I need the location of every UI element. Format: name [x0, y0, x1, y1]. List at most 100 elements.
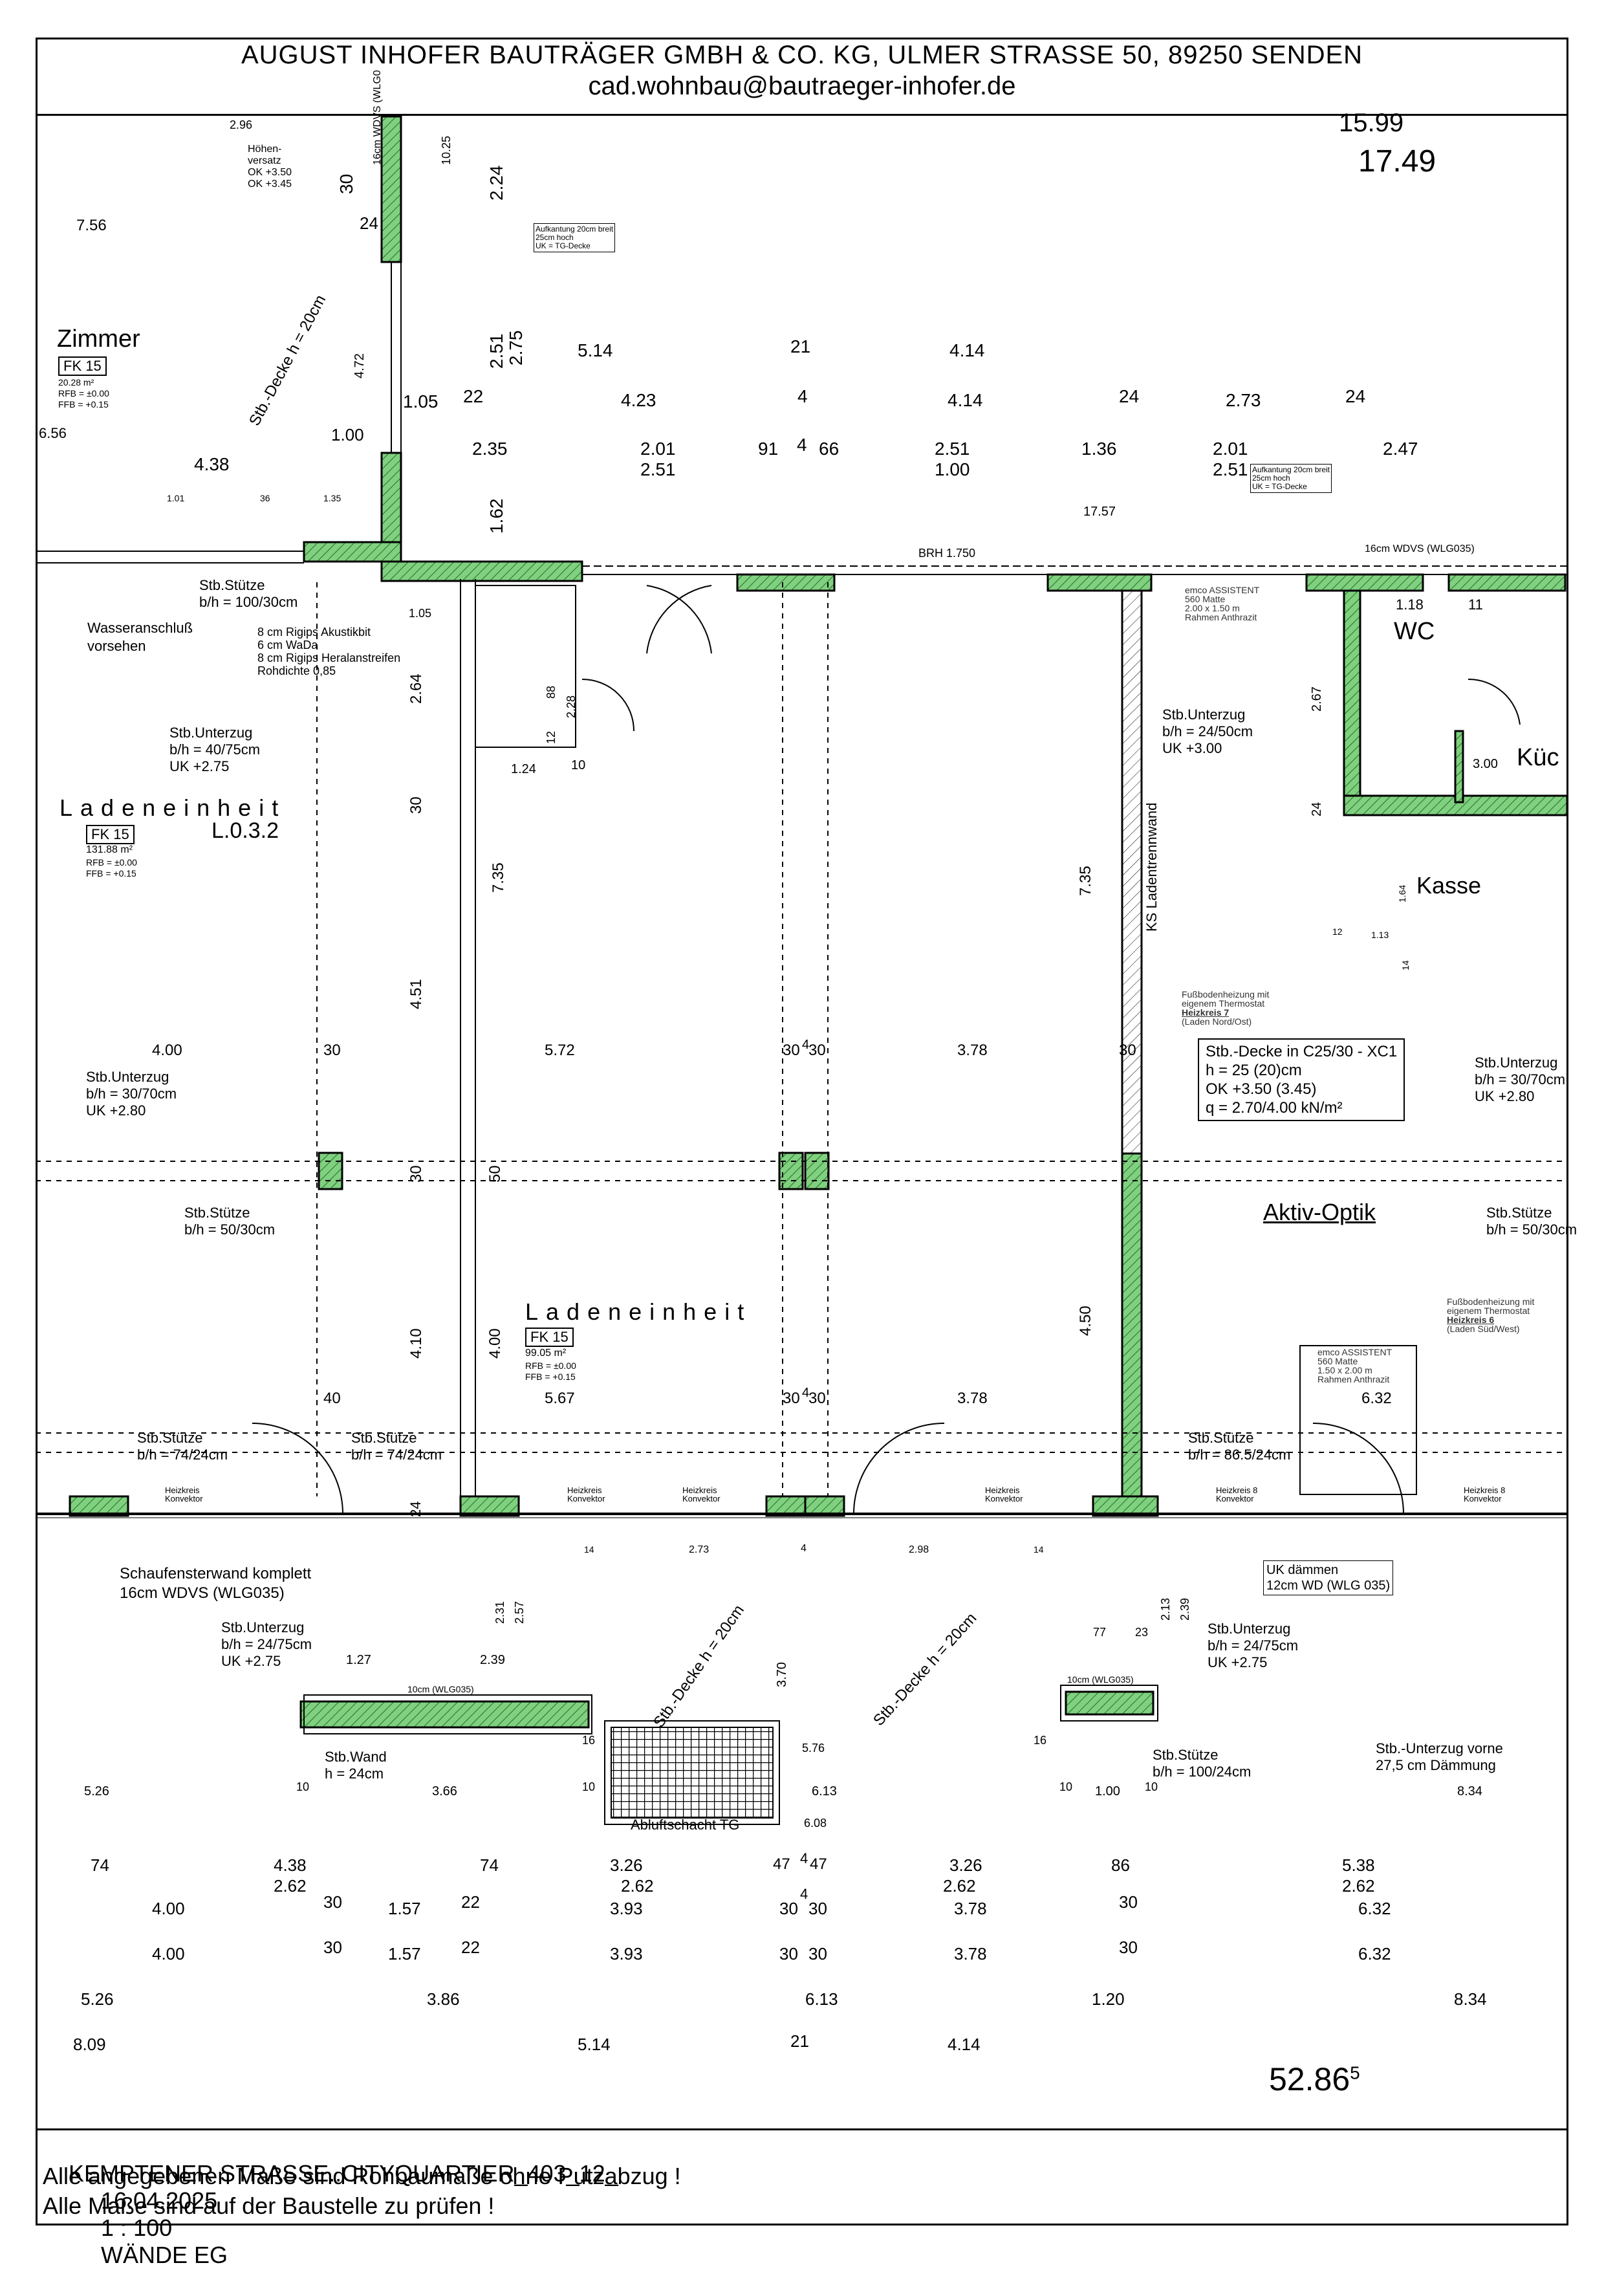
- overall-dim-sup: 5: [1350, 2062, 1360, 2083]
- emco2-l3: 1.50 x 2.00 m: [1317, 1365, 1372, 1375]
- dim-row1-b: 21: [790, 336, 811, 356]
- b2b-2-62-c: 2.62: [943, 1876, 976, 1896]
- laden-mid-ffb: FFB = +0.15: [525, 1372, 576, 1382]
- dim-24-v: 24: [407, 1501, 424, 1517]
- b3-4: 4: [800, 1886, 808, 1902]
- s865-l2: b/h = 86.5/24cm: [1188, 1447, 1291, 1463]
- wall-lower-left: [299, 1700, 590, 1729]
- b3-22: 22: [461, 1892, 480, 1912]
- dim-16-b: 16: [1034, 1734, 1047, 1747]
- dim-1-35: 1.35: [323, 493, 341, 503]
- sf-l2: 16cm WDVS (WLG035): [120, 1584, 285, 1602]
- s5030r-l1: Stb.Stütze: [1486, 1205, 1552, 1221]
- u4075-l2: b/h = 40/75cm: [169, 741, 261, 758]
- room-ladeneinheit-mid: Ladeneinheit: [525, 1298, 752, 1325]
- dim-row2-a: 4.23: [621, 390, 656, 410]
- b4-30-d: 30: [1119, 1938, 1138, 1957]
- overall-dim-value: 52.86: [1269, 2061, 1350, 2097]
- aufkantung-note-2: Aufkantung 20cm breit 25cm hoch UK = TG-…: [1250, 464, 1332, 493]
- dim-row2-e: 2.73: [1226, 390, 1261, 410]
- b1-6-13: 6.13: [812, 1784, 837, 1799]
- dim-mid-30-b: 30: [783, 1042, 800, 1059]
- wall-upper-left: [380, 115, 402, 263]
- b2-74-a: 74: [91, 1855, 109, 1875]
- dim-low-5-67: 5.67: [545, 1390, 575, 1407]
- uk-daemmen: UK dämmen 12cm WD (WLG 035): [1263, 1560, 1394, 1595]
- stuetze-74-mid: Stb.Stütze b/h = 74/24cm: [351, 1430, 442, 1463]
- b4-1-57: 1.57: [388, 1944, 421, 1963]
- dim-4-10: 4.10: [407, 1328, 425, 1359]
- room-kueche: Küc: [1517, 744, 1559, 771]
- konvektor-5: Heizkreis 8 Konvektor: [1216, 1486, 1257, 1503]
- u2475r-l3: UK +2.75: [1208, 1654, 1268, 1670]
- footer-note2: Alle Maße sind auf der Baustelle zu prüf…: [43, 2192, 495, 2219]
- dim-2-96: 2.96: [230, 118, 253, 131]
- stuetze-865: Stb.Stütze b/h = 86.5/24cm: [1188, 1430, 1290, 1463]
- k2-l2: Konvektor: [567, 1494, 605, 1503]
- b3-3-78: 3.78: [954, 1899, 987, 1918]
- aufk1-l2: 25cm hoch: [536, 233, 574, 242]
- zimmer-rfb: RFB = ±0.00: [58, 388, 109, 399]
- dim-12: 12: [545, 730, 558, 744]
- dim-2-57: 2.57: [513, 1601, 526, 1624]
- walls: [69, 115, 1568, 1729]
- stuetze-100-30: Stb.Stütze b/h = 100/30cm: [199, 577, 298, 611]
- dim-7-35-left: 7.35: [490, 862, 507, 893]
- uv-l1: Stb.-Unterzug vorne: [1376, 1740, 1503, 1756]
- dim-6-56: 6.56: [39, 425, 67, 441]
- b2-74-b: 74: [480, 1855, 499, 1875]
- u3070r-l2: b/h = 30/70cm: [1475, 1071, 1566, 1088]
- s10030-l1: Stb.Stütze: [199, 577, 265, 593]
- s10024-l1: Stb.Stütze: [1153, 1747, 1219, 1763]
- b1-3-66: 3.66: [432, 1784, 457, 1799]
- unterzug-30-70-right: Stb.Unterzug b/h = 30/70cm UK +2.80: [1475, 1055, 1565, 1105]
- b4-22: 22: [461, 1938, 480, 1957]
- s10024-l2: b/h = 100/24cm: [1153, 1764, 1252, 1780]
- b4-30-b: 30: [779, 1944, 798, 1963]
- b1-8-34: 8.34: [1457, 1784, 1482, 1799]
- company-email: cad.wohnbau@bautraeger-inhofer.de: [588, 72, 1016, 100]
- zimmer-ffb: FFB = +0.15: [58, 399, 109, 410]
- dim-1-05: 1.05: [403, 391, 439, 411]
- dim-2-24: 2.24: [486, 165, 506, 201]
- dim-2-67: 2.67: [1310, 686, 1324, 712]
- u2475l-l1: Stb.Unterzug: [221, 1619, 305, 1635]
- aufk2-l2: 25cm hoch: [1252, 474, 1290, 483]
- b1-10-c: 10: [1059, 1780, 1073, 1793]
- dim-16-a: 16: [582, 1734, 596, 1747]
- stb-decke-h20-front-a: Stb.-Decke h = 20cm: [650, 1601, 748, 1731]
- dim-10-25: 10.25: [440, 135, 453, 165]
- dim-14-kasse: 14: [1400, 960, 1411, 970]
- b4-30-a: 30: [323, 1938, 342, 1957]
- project-id: KEMPTENER STRASSE..CITYQUARTIER_403_12_: [69, 2160, 618, 2187]
- dim-77: 77: [1093, 1626, 1107, 1639]
- b2-47-a: 47: [773, 1855, 790, 1873]
- s74m-l2: b/h = 74/24cm: [351, 1447, 442, 1463]
- laden-left-ffb: FFB = +0.15: [86, 868, 136, 879]
- laden-mid-area: 99.05 m²: [525, 1348, 567, 1359]
- s5030r-l2: b/h = 50/30cm: [1486, 1221, 1577, 1238]
- emco1-l4: Rahmen Anthrazit: [1185, 612, 1257, 622]
- title-block-footer: KEMPTENER STRASSE..CITYQUARTIER_403_12_ …: [38, 2128, 1566, 2268]
- outlines: [36, 262, 1568, 1825]
- s5030l-l2: b/h = 50/30cm: [184, 1221, 276, 1238]
- s5030l-l1: Stb.Stütze: [184, 1205, 250, 1221]
- b4-30-c: 30: [808, 1944, 827, 1963]
- wall-segment-3: [1305, 573, 1424, 592]
- dim-row3-f: 2.51: [935, 439, 970, 459]
- dim-2-31: 2.31: [493, 1601, 506, 1624]
- dim-2-39-r: 2.39: [1178, 1597, 1191, 1621]
- dim-11: 11: [1468, 596, 1483, 613]
- title-block-header: AUGUST INHOFER BAUTRÄGER GMBH & CO. KG, …: [38, 39, 1566, 116]
- wasseranschluss: Wasseranschluß vorsehen: [87, 619, 193, 655]
- dim-2-75: 2.75: [506, 330, 526, 366]
- stb-wand: Stb.Wand h = 24cm: [325, 1749, 387, 1782]
- b3-1-57: 1.57: [388, 1899, 421, 1918]
- room-ladeneinheit-left-id: L.0.3.2: [211, 818, 279, 843]
- stb-decke-h20-front-b: Stb.-Decke h = 20cm: [870, 1609, 981, 1730]
- emco2-l2: 560 Matte: [1317, 1356, 1358, 1366]
- b4-3-93: 3.93: [610, 1944, 643, 1963]
- wl-1: 8 cm Rigips Akustikbit: [257, 626, 371, 639]
- aufk1-l1: Aufkantung 20cm breit: [536, 224, 614, 234]
- decke-l3: OK +3.50 (3.45): [1206, 1080, 1317, 1098]
